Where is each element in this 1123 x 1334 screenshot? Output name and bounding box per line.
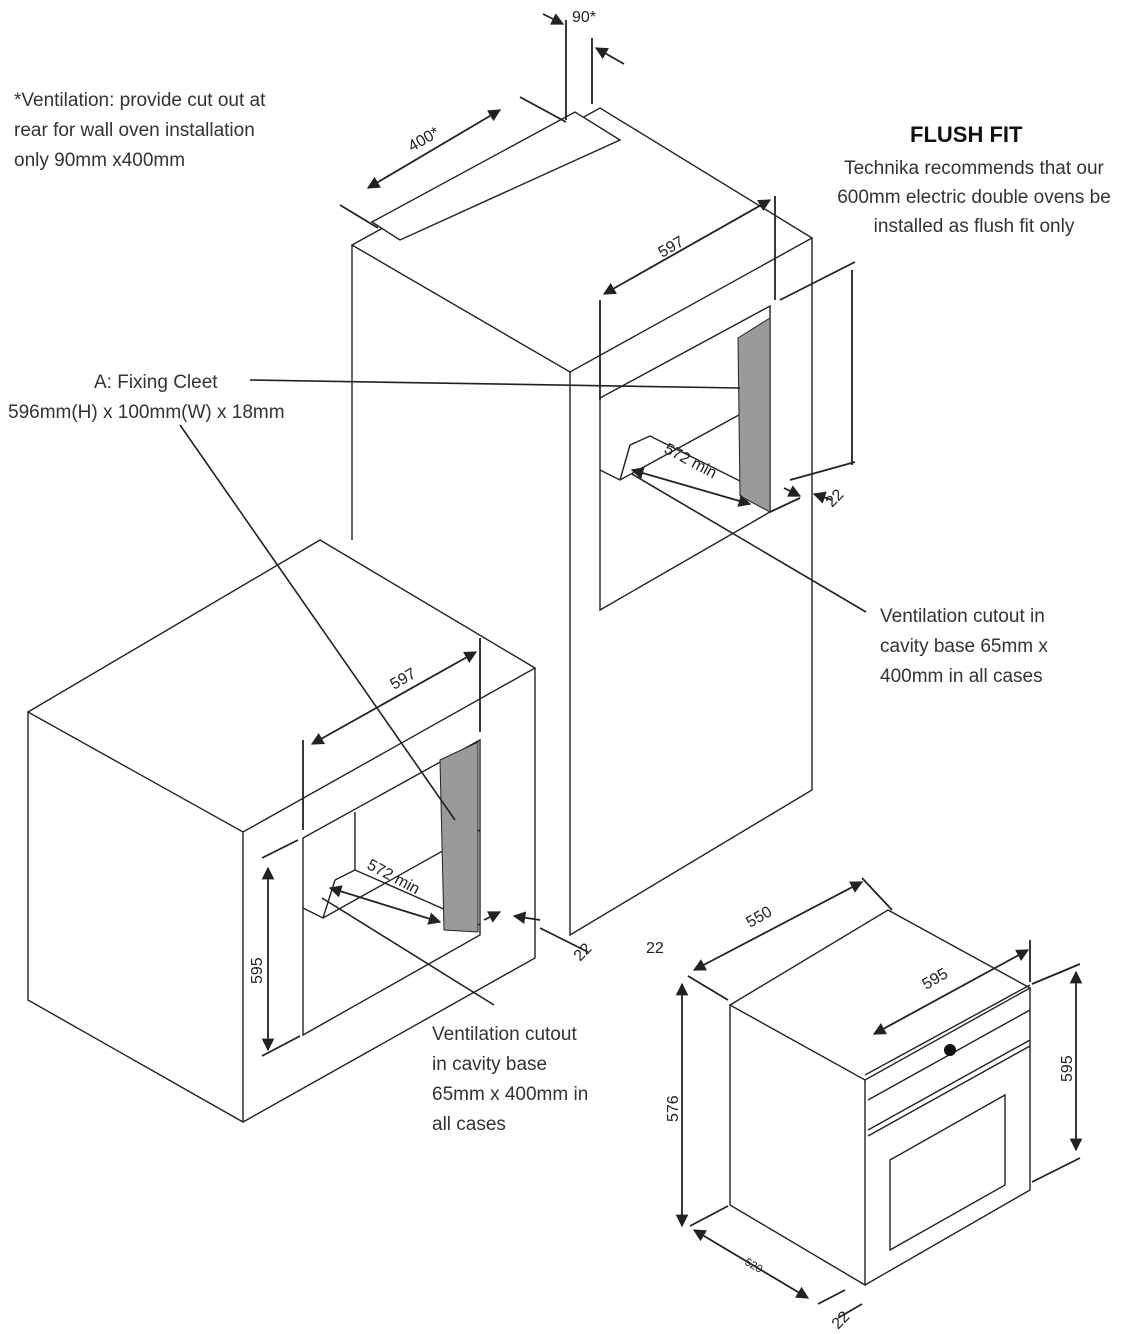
- dim-vent-width: 400*: [406, 124, 443, 155]
- note-line: Ventilation cutout in: [880, 606, 1045, 627]
- note-line: 400mm in all cases: [880, 666, 1043, 687]
- flush-fit-title: FLUSH FIT: [910, 122, 1023, 147]
- dim-vent-depth: 90*: [572, 9, 596, 26]
- dim-base-side: 22: [571, 940, 596, 965]
- oven-knob: [944, 1044, 956, 1056]
- note-line: A: Fixing Cleet: [94, 372, 218, 393]
- oven: [728, 909, 1032, 1287]
- dim-oven-body-height: 576: [665, 1095, 682, 1122]
- note-ventilation-rear: *Ventilation: provide cut out at rear fo…: [14, 86, 265, 176]
- dim-oven-base-depth: 520: [743, 1256, 765, 1276]
- dim-base-height: 595: [249, 957, 266, 984]
- leader-lines: [179, 379, 867, 1006]
- note-line: rear for wall oven installation: [14, 120, 255, 141]
- dim-tall-side: 22: [823, 486, 848, 511]
- note-line: all cases: [432, 1114, 506, 1135]
- note-line: 596mm(H) x 100mm(W) x 18mm: [8, 402, 285, 423]
- dimension-lines: [261, 13, 1083, 1319]
- note-line: Ventilation cutout: [432, 1024, 577, 1045]
- note-ventilation-base: Ventilation cutout in cavity base 65mm x…: [432, 1020, 588, 1140]
- dim-gap: 22: [646, 940, 664, 957]
- dim-oven-depth: 550: [744, 903, 776, 931]
- note-fixing-cleat: A: Fixing Cleet 596mm(H) x 100mm(W) x 18…: [8, 368, 285, 428]
- note-line: cavity base 65mm x: [880, 636, 1048, 657]
- fixing-cleat-tall: [737, 317, 771, 513]
- note-ventilation-tall: Ventilation cutout in cavity base 65mm x…: [880, 602, 1048, 692]
- note-line: only 90mm x400mm: [14, 150, 186, 171]
- note-line: *Ventilation: provide cut out at: [14, 90, 266, 111]
- note-line: 65mm x 400mm in: [432, 1084, 589, 1105]
- dim-oven-height: 595: [1059, 1055, 1076, 1082]
- fixing-cleat-base: [439, 741, 479, 933]
- note-line: in cavity base: [432, 1054, 548, 1075]
- flush-fit-body: Technika recommends that our 600mm elect…: [837, 158, 1111, 237]
